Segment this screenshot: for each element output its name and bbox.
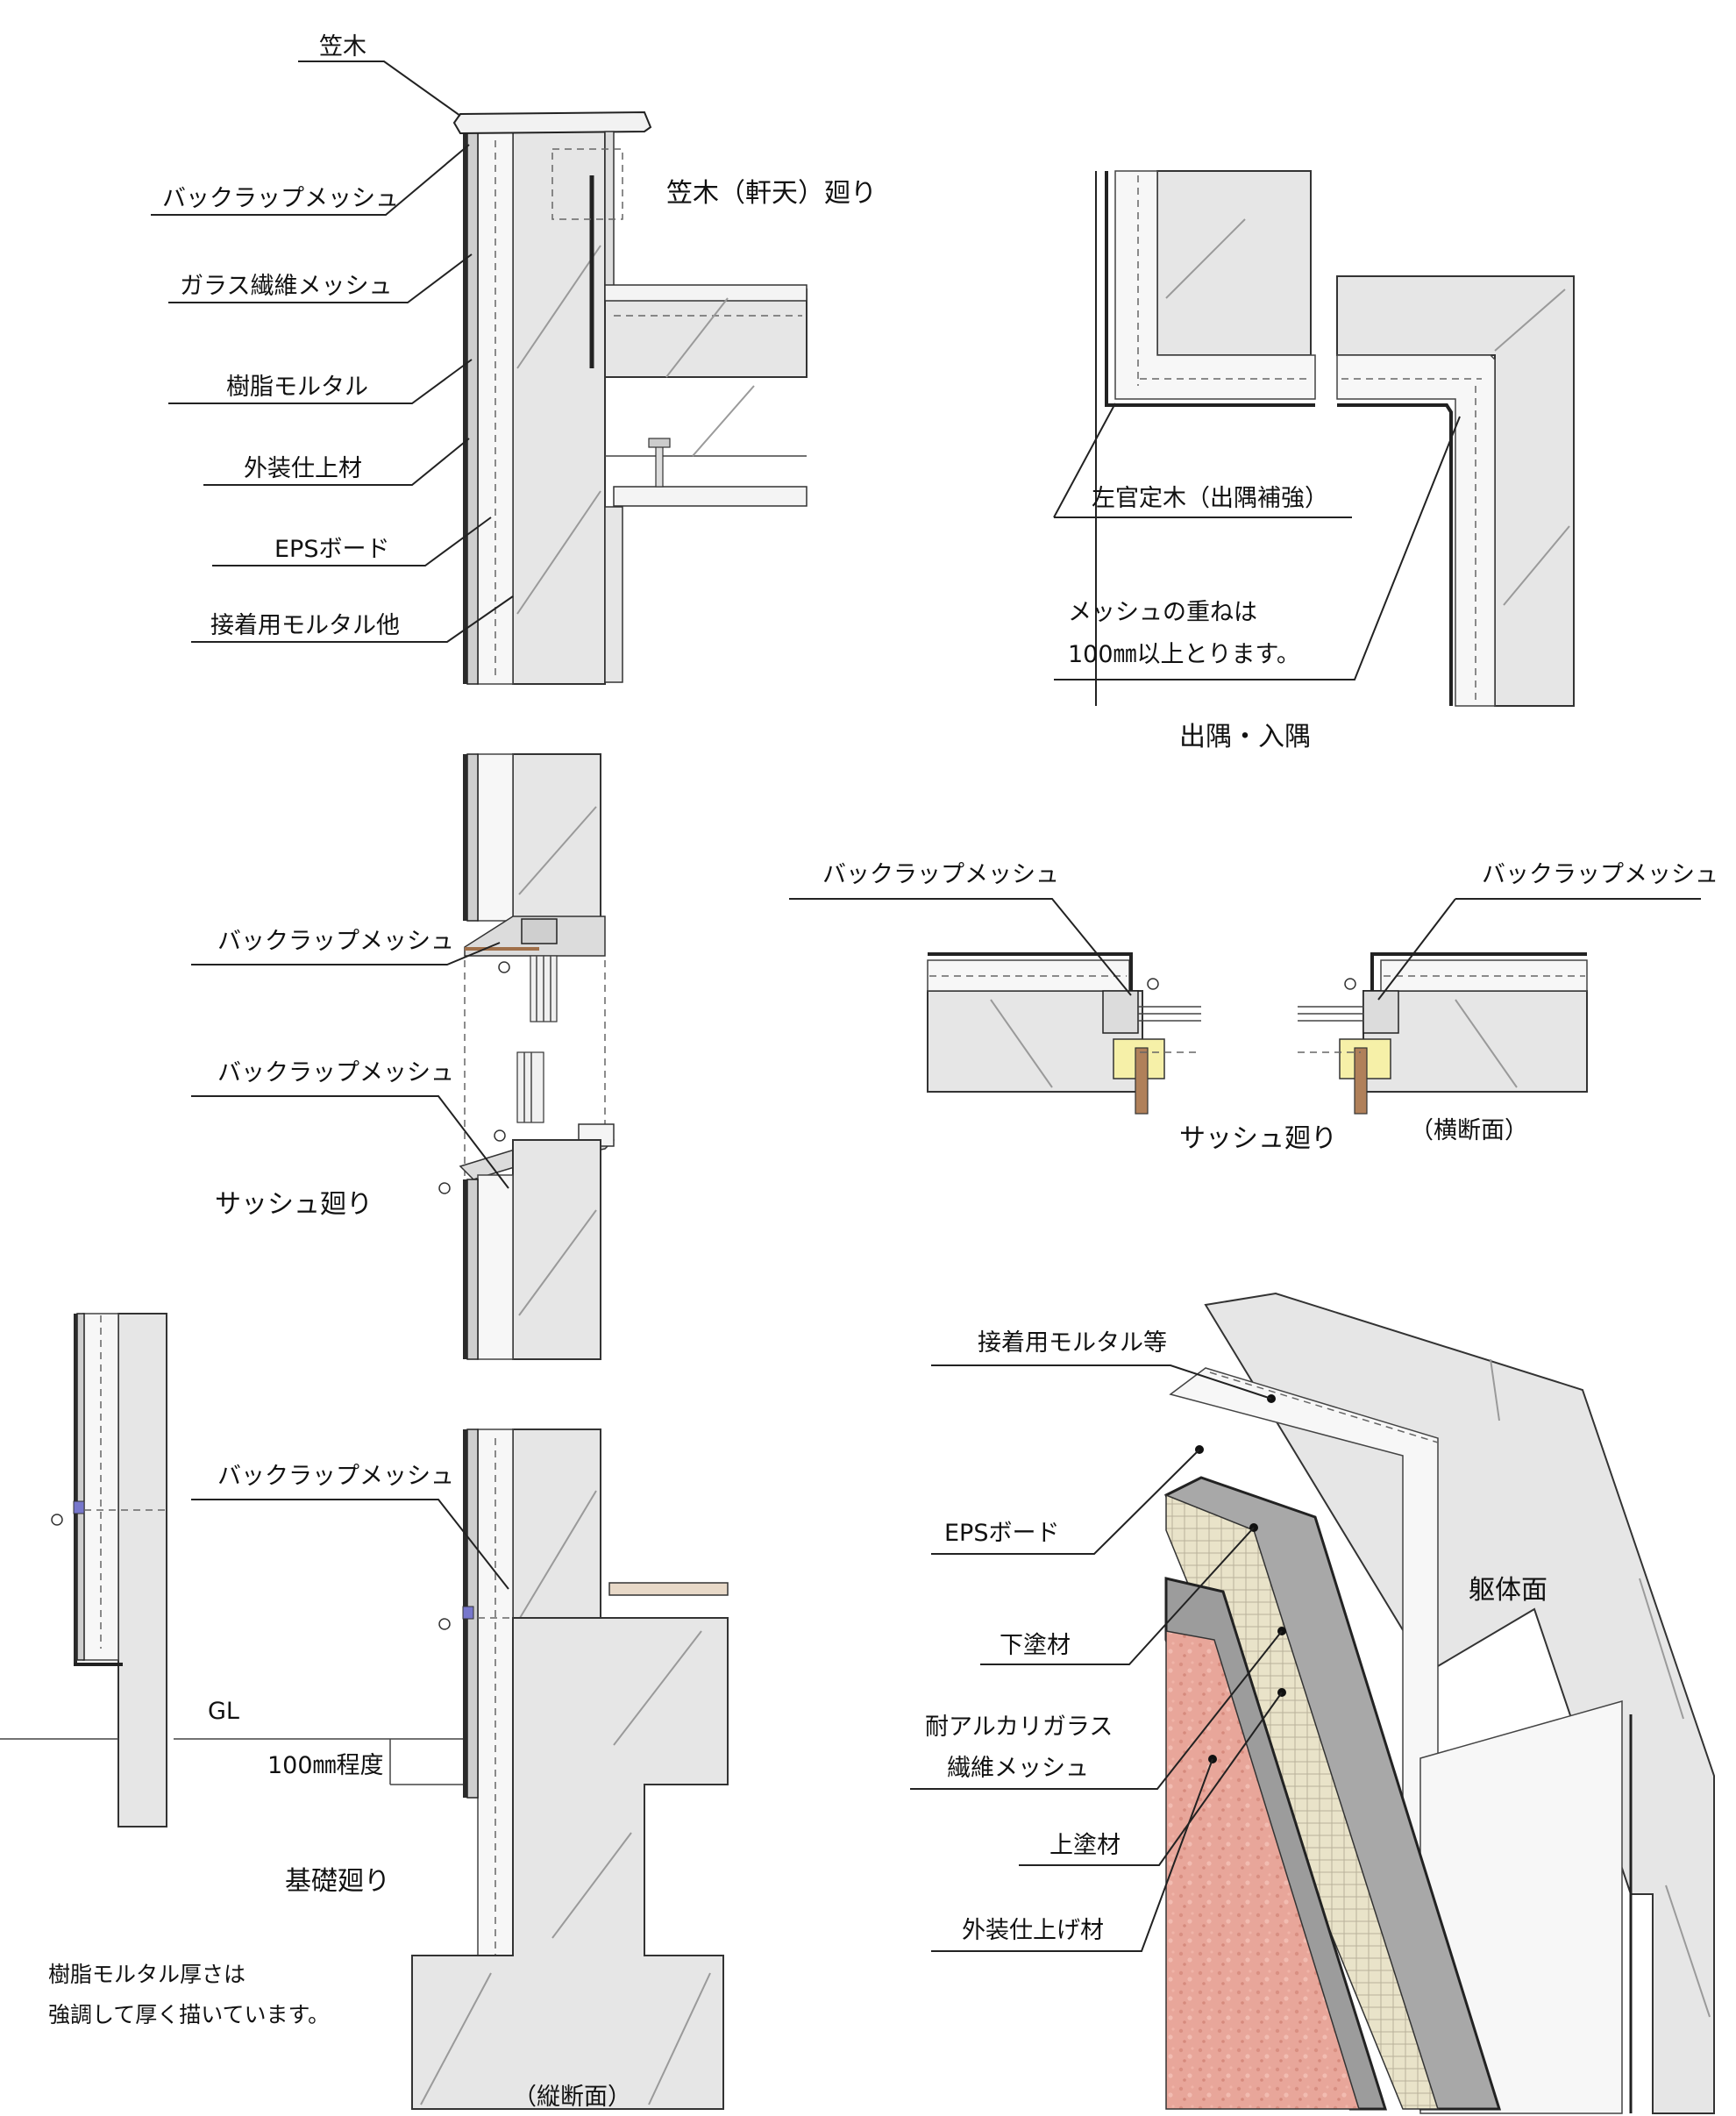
- label-height-note: 100㎜程度: [267, 1752, 384, 1779]
- sash-vertical-title: サッシュ廻り: [215, 1189, 373, 1220]
- foundation-note-1: 樹脂モルタル厚さは: [48, 1962, 245, 1987]
- coping-title: 笠木（軒天）廻り: [666, 178, 877, 209]
- label-adhesive-layer: 接着用モルタル等: [978, 1329, 1167, 1357]
- label-eps-layer: EPSボード: [944, 1520, 1059, 1547]
- sash-horizontal-subtitle: （横断面）: [1410, 1117, 1528, 1144]
- label-kasagi: 笠木: [319, 33, 366, 61]
- label-finish-layer: 外装仕上げ材: [962, 1917, 1104, 1944]
- sash-horizontal-section: バックラップメッシュ バックラップメッシュ サッシュ廻り （横断面）: [789, 861, 1718, 1154]
- coping-labels: 笠木 バックラップメッシュ ガラス繊維メッシュ 樹脂モルタル 外装仕上材 EPS…: [151, 33, 877, 643]
- corner-section: 左官定木（出隅補強） メッシュの重ねは 100㎜以上とります。 出隅・入隅: [1053, 170, 1575, 752]
- finish-layer: [1165, 1630, 1361, 2110]
- label-backwrap-sash-lower: バックラップメッシュ: [217, 1059, 454, 1086]
- label-base-coat: 下塗材: [1000, 1632, 1071, 1659]
- label-backwrap-horiz-left: バックラップメッシュ: [822, 861, 1059, 888]
- coping-section: [452, 110, 808, 685]
- foundation-note-2: 強調して厚く描いています。: [48, 2002, 330, 2027]
- coping-finish: [463, 132, 467, 684]
- label-finish-coping: 外装仕上材: [244, 455, 362, 482]
- label-adhesive-coping: 接着用モルタル他: [210, 612, 400, 639]
- sash-vertical-section: バックラップメッシュ バックラップメッシュ サッシュ廻り: [191, 753, 615, 1360]
- sash-wood-right: [1354, 1047, 1368, 1115]
- label-backwrap-coping: バックラップメッシュ: [162, 185, 399, 212]
- sash-wood-left: [1135, 1047, 1149, 1115]
- corner-note-1: メッシュの重ねは: [1068, 599, 1257, 626]
- roof-slab: [604, 289, 808, 378]
- label-plaster-guide: 左官定木（出隅補強）: [1092, 485, 1328, 512]
- coping-cap: [452, 110, 652, 135]
- section-caption: （縦断面）: [513, 2084, 631, 2111]
- layer-perspective: 接着用モルタル等 EPSボード 下塗材 耐アルカリガラス 繊維メッシュ 上塗材 …: [910, 1292, 1715, 2114]
- coping-mortar: [466, 131, 479, 685]
- sash-horizontal-title: サッシュ廻り: [1179, 1123, 1337, 1154]
- corner-wall-left: [1156, 170, 1312, 356]
- label-gl: GL: [208, 1698, 239, 1725]
- corner-note-2: 100㎜以上とります。: [1068, 641, 1300, 668]
- label-substrate: 躯体面: [1469, 1575, 1547, 1606]
- corner-title: 出隅・入隅: [1179, 722, 1311, 752]
- label-backwrap-horiz-right: バックラップメッシュ: [1482, 861, 1718, 888]
- label-glass-mesh: ガラス繊維メッシュ: [180, 273, 392, 300]
- label-mesh-1: 耐アルカリガラス: [925, 1713, 1113, 1741]
- label-top-coat: 上塗材: [1049, 1832, 1121, 1859]
- label-backwrap-foundation: バックラップメッシュ: [217, 1463, 454, 1490]
- label-mesh-2: 繊維メッシュ: [947, 1755, 1089, 1782]
- foundation-concrete: [411, 1617, 729, 2110]
- foundation-section: バックラップメッシュ GL 100㎜程度 基礎廻り 樹脂モルタル厚さは 強調して…: [0, 1313, 729, 2111]
- foundation-title: 基礎廻り: [285, 1866, 390, 1897]
- label-resin-mortar: 樹脂モルタル: [226, 374, 368, 401]
- label-eps-coping: EPSボード: [274, 536, 389, 563]
- label-backwrap-sash-upper: バックラップメッシュ: [217, 928, 454, 955]
